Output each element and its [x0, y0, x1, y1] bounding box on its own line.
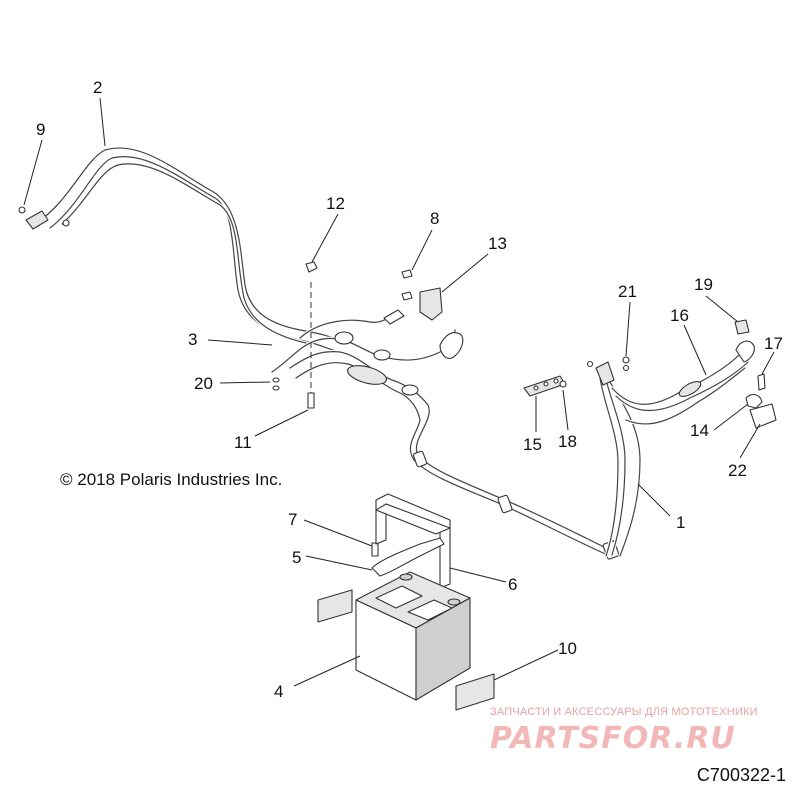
callout-16: 16 [670, 306, 689, 325]
callout-6: 6 [508, 575, 517, 594]
callout-14: 14 [690, 421, 709, 440]
callout-9: 9 [36, 120, 45, 139]
callout-3: 3 [188, 330, 197, 349]
callout-1: 1 [676, 513, 685, 532]
cable-2 [25, 146, 347, 354]
callout-15: 15 [523, 435, 542, 454]
callout-4: 4 [274, 682, 283, 701]
cable-16 [610, 340, 755, 426]
battery-bracket [371, 493, 451, 589]
callout-2: 2 [93, 78, 102, 97]
battery [355, 571, 471, 701]
callout-7: 7 [288, 510, 297, 529]
callout-20: 20 [194, 374, 213, 393]
callout-5: 5 [292, 548, 301, 567]
callout-18: 18 [558, 432, 577, 451]
callout-21: 21 [618, 282, 637, 301]
watermark-logo: PARTSFOR.RU [490, 721, 736, 756]
callout-11: 11 [234, 433, 252, 452]
callout-22: 22 [728, 461, 747, 480]
callout-12: 12 [326, 194, 345, 213]
pads [317, 589, 495, 711]
watermark-tagline: ЗАПЧАСТИ И АКСЕССУАРЫ ДЛЯ МОТОТЕХНИКИ [490, 706, 758, 718]
callout-13: 13 [488, 234, 507, 253]
callout-8: 8 [430, 209, 439, 228]
callout-19: 19 [694, 275, 713, 294]
copyright-notice: © 2018 Polaris Industries Inc. [60, 470, 283, 489]
leader-lines [23, 97, 775, 687]
cable-1 [595, 361, 642, 558]
harness-3 [270, 312, 620, 560]
drawing-number: C700322-1 [696, 765, 786, 785]
hardware [18, 206, 777, 557]
callout-10: 10 [558, 639, 577, 658]
callout-labels: 1 2 3 4 5 6 7 8 9 10 11 12 13 14 15 16 1… [36, 78, 783, 701]
callout-17: 17 [764, 334, 783, 353]
